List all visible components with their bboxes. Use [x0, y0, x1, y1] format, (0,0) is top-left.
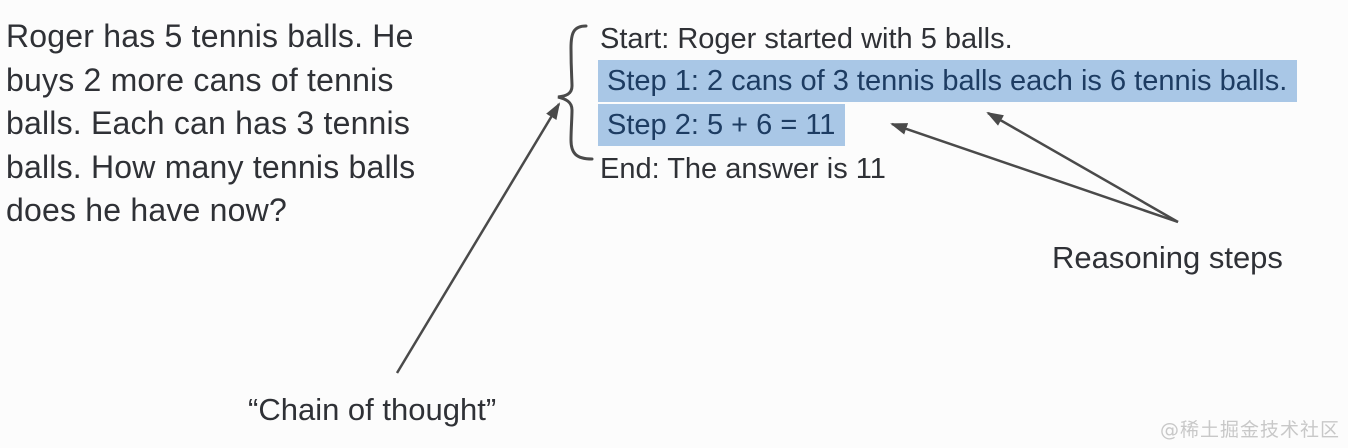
reasoning-line-step1: Step 1: 2 cans of 3 tennis balls each is… — [598, 60, 1298, 102]
chain-of-thought-arrow-icon — [395, 102, 561, 374]
reasoning-line-end: End: The answer is 11 — [600, 153, 886, 185]
problem-statement: Roger has 5 tennis balls. He buys 2 more… — [6, 18, 416, 228]
reasoning-steps-label: Reasoning steps — [1052, 240, 1283, 275]
chain-of-thought-label: “Chain of thought” — [248, 392, 497, 427]
reasoning-arrow-step2-icon — [890, 122, 1179, 224]
watermark: @稀土掘金技术社区 — [1159, 419, 1340, 441]
curly-brace-icon — [557, 24, 594, 161]
reasoning-line-start: Start: Roger started with 5 balls. — [600, 23, 1013, 55]
reasoning-arrow-step1-icon — [986, 111, 1179, 224]
reasoning-line-step2: Step 2: 5 + 6 = 11 — [598, 104, 846, 146]
